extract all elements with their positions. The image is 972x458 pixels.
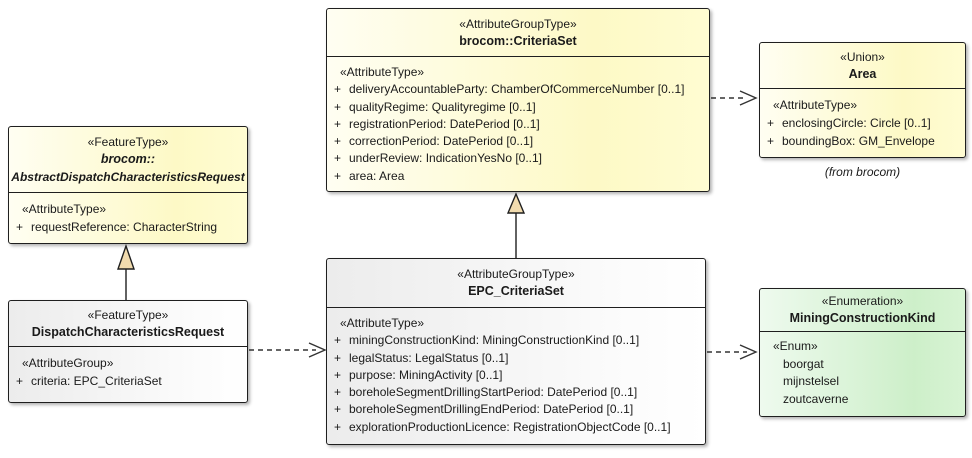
- attribute-row: + registrationPeriod: DatePeriod [0..1]: [327, 116, 709, 133]
- attribute-text: qualityRegime: Qualityregime [0..1]: [349, 99, 536, 114]
- class-dispatch-characteristics-request: «FeatureType» DispatchCharacteristicsReq…: [8, 300, 248, 403]
- dependency-arrow-epc-to-miningconstructionkind: [707, 344, 758, 360]
- class-name: EPC_CriteriaSet: [468, 284, 564, 298]
- visibility: +: [334, 116, 342, 131]
- attributes-compartment: «AttributeType» + requestReference: Chara…: [9, 193, 247, 236]
- attribute-row: + underReview: IndicationYesNo [0..1]: [327, 150, 709, 167]
- visibility: +: [16, 220, 24, 234]
- attributes-compartment: «AttributeType» + miningConstructionKind:…: [327, 308, 705, 436]
- stereotype-label: «FeatureType»: [87, 134, 169, 149]
- class-header: «Enumeration» MiningConstructionKind: [760, 289, 965, 332]
- attributes-compartment: «AttributeType» + deliveryAccountablePart…: [327, 57, 709, 185]
- attribute-row: + qualityRegime: Qualityregime [0..1]: [327, 99, 709, 116]
- attribute-row: + purpose: MiningActivity [0..1]: [327, 367, 705, 384]
- attribute-row: + enclosingCircle: Circle [0..1]: [760, 114, 965, 132]
- attribute-text: boundingBox: GM_Envelope: [782, 134, 935, 148]
- attribute-row: + requestReference: CharacterString: [9, 218, 247, 236]
- attribute-text: correctionPeriod: DatePeriod [0..1]: [349, 134, 534, 149]
- stereotype-label: «AttributeGroupType»: [459, 16, 577, 31]
- visibility: +: [334, 385, 342, 400]
- attribute-row: + miningConstructionKind: MiningConstruct…: [327, 332, 705, 349]
- class-name: DispatchCharacteristicsRequest: [31, 324, 225, 339]
- class-epc-criteriaset: «AttributeGroupType» EPC_CriteriaSet «At…: [326, 258, 706, 445]
- attribute-row: + area: Area: [327, 168, 709, 185]
- attribute-text: area: Area: [349, 168, 405, 183]
- attribute-row: + explorationProductionLicence: Registrat…: [327, 419, 705, 436]
- class-name: brocom::CriteriaSet: [459, 33, 577, 48]
- class-header: «AttributeGroupType» EPC_CriteriaSet: [327, 259, 705, 308]
- attribute-text: purpose: MiningActivity [0..1]: [349, 367, 503, 382]
- visibility: +: [334, 99, 342, 114]
- visibility: +: [334, 151, 342, 166]
- generalization-arrow-epc-to-criteriaset: [506, 192, 526, 258]
- attributes-compartment: «AttributeGroup» + criteria: EPC_Criteria…: [9, 347, 247, 390]
- class-brocom-criteriaset: «AttributeGroupType» brocom::CriteriaSet…: [326, 8, 710, 192]
- attribute-text: miningConstructionKind: MiningConstructi…: [349, 333, 640, 348]
- visibility: +: [334, 82, 342, 97]
- class-name-line1: brocom::: [100, 151, 156, 166]
- stereotype-label: «FeatureType»: [87, 307, 169, 322]
- class-name: MiningConstructionKind: [789, 311, 936, 325]
- visibility: +: [334, 168, 342, 183]
- attribute-text: criteria: EPC_CriteriaSet: [31, 374, 162, 388]
- visibility: +: [334, 333, 342, 348]
- attribute-text: registrationPeriod: DatePeriod [0..1]: [349, 116, 540, 131]
- dependency-arrow-criteriaset-to-area: [711, 90, 758, 106]
- attribute-text: boreholeSegmentDrillingEndPeriod: DatePe…: [349, 402, 634, 417]
- visibility: +: [334, 419, 342, 434]
- visibility: +: [767, 134, 775, 148]
- stereotype-label: «Union»: [840, 49, 885, 64]
- attribute-text: legalStatus: LegalStatus [0..1]: [349, 350, 509, 365]
- section-label: «AttributeGroup»: [22, 356, 114, 370]
- stereotype-label: «AttributeGroupType»: [457, 267, 575, 281]
- attribute-text: requestReference: CharacterString: [31, 220, 218, 234]
- visibility: +: [334, 134, 342, 149]
- class-header: «AttributeGroupType» brocom::CriteriaSet: [327, 9, 709, 57]
- class-area: «Union» Area «AttributeType» + enclosingC…: [759, 42, 966, 158]
- dependency-arrow-dispatch-to-epc: [249, 342, 327, 358]
- attribute-text: underReview: IndicationYesNo [0..1]: [349, 151, 543, 166]
- class-abstract-dispatch-characteristics-request: «FeatureType» brocom:: AbstractDispatchC…: [8, 126, 248, 244]
- attribute-text: deliveryAccountableParty: ChamberOfComme…: [349, 82, 685, 97]
- visibility: +: [334, 350, 342, 365]
- section-label: «AttributeType»: [340, 316, 425, 330]
- stereotype-label: «Enumeration»: [821, 294, 904, 308]
- attribute-row: + legalStatus: LegalStatus [0..1]: [327, 350, 705, 367]
- attribute-text: explorationProductionLicence: Registrati…: [349, 419, 671, 434]
- section-label: «AttributeType»: [773, 98, 858, 112]
- visibility: +: [16, 374, 24, 388]
- section-label: «AttributeType»: [22, 202, 107, 216]
- visibility: +: [767, 116, 775, 130]
- attribute-row: + boundingBox: GM_Envelope: [760, 132, 965, 150]
- attribute-row: + correctionPeriod: DatePeriod [0..1]: [327, 133, 709, 150]
- attributes-compartment: «AttributeType» + enclosingCircle: Circle…: [760, 89, 965, 150]
- section-label: «Enum»: [773, 339, 818, 353]
- enum-literal: mijnstelsel: [783, 374, 840, 389]
- enum-literal: zoutcaverne: [783, 391, 849, 406]
- enum-compartment: «Enum» boorgat mijnstelsel zoutcaverne: [760, 332, 965, 408]
- class-name: Area: [848, 66, 877, 81]
- visibility: +: [334, 367, 342, 382]
- from-package-note: (from brocom): [824, 165, 901, 179]
- attribute-row: + criteria: EPC_CriteriaSet: [9, 372, 247, 390]
- attribute-text: enclosingCircle: Circle [0..1]: [782, 116, 931, 130]
- visibility: +: [334, 402, 342, 417]
- attribute-text: boreholeSegmentDrillingStartPeriod: Date…: [349, 385, 638, 400]
- section-label: «AttributeType»: [340, 65, 425, 79]
- class-header: «FeatureType» brocom:: AbstractDispatchC…: [9, 127, 247, 193]
- class-header: «Union» Area: [760, 43, 965, 89]
- attribute-row: + deliveryAccountableParty: ChamberOfComm…: [327, 81, 709, 98]
- attribute-row: + boreholeSegmentDrillingEndPeriod: DateP…: [327, 401, 705, 418]
- attribute-row: + boreholeSegmentDrillingStartPeriod: Dat…: [327, 384, 705, 401]
- enumeration-mining-construction-kind: «Enumeration» MiningConstructionKind «En…: [759, 288, 966, 417]
- class-name-line2: AbstractDispatchCharacteristicsRequest: [11, 169, 245, 184]
- class-header: «FeatureType» DispatchCharacteristicsReq…: [9, 301, 247, 347]
- generalization-arrow-dispatch-to-abstract: [117, 243, 135, 300]
- enum-literal: boorgat: [783, 356, 824, 371]
